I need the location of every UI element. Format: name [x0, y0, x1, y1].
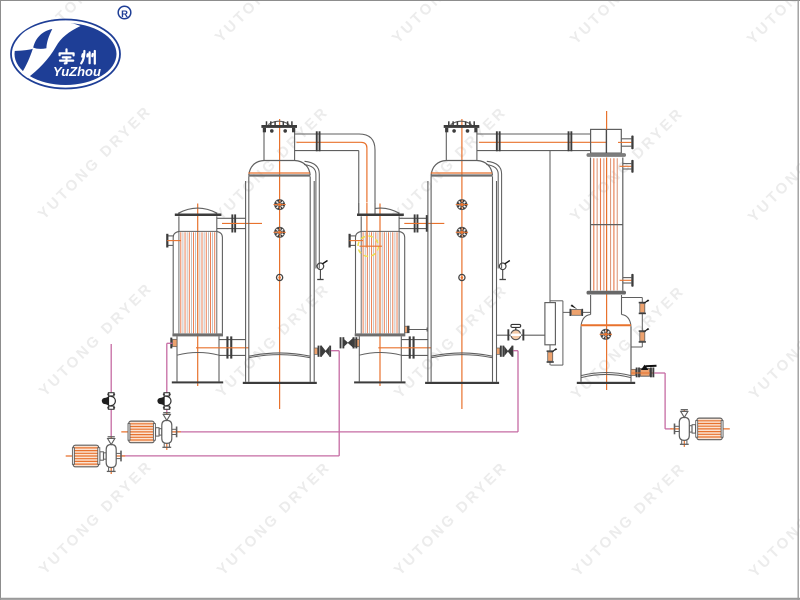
- svg-text:R: R: [121, 9, 128, 20]
- svg-text:YuZhou: YuZhou: [53, 64, 101, 79]
